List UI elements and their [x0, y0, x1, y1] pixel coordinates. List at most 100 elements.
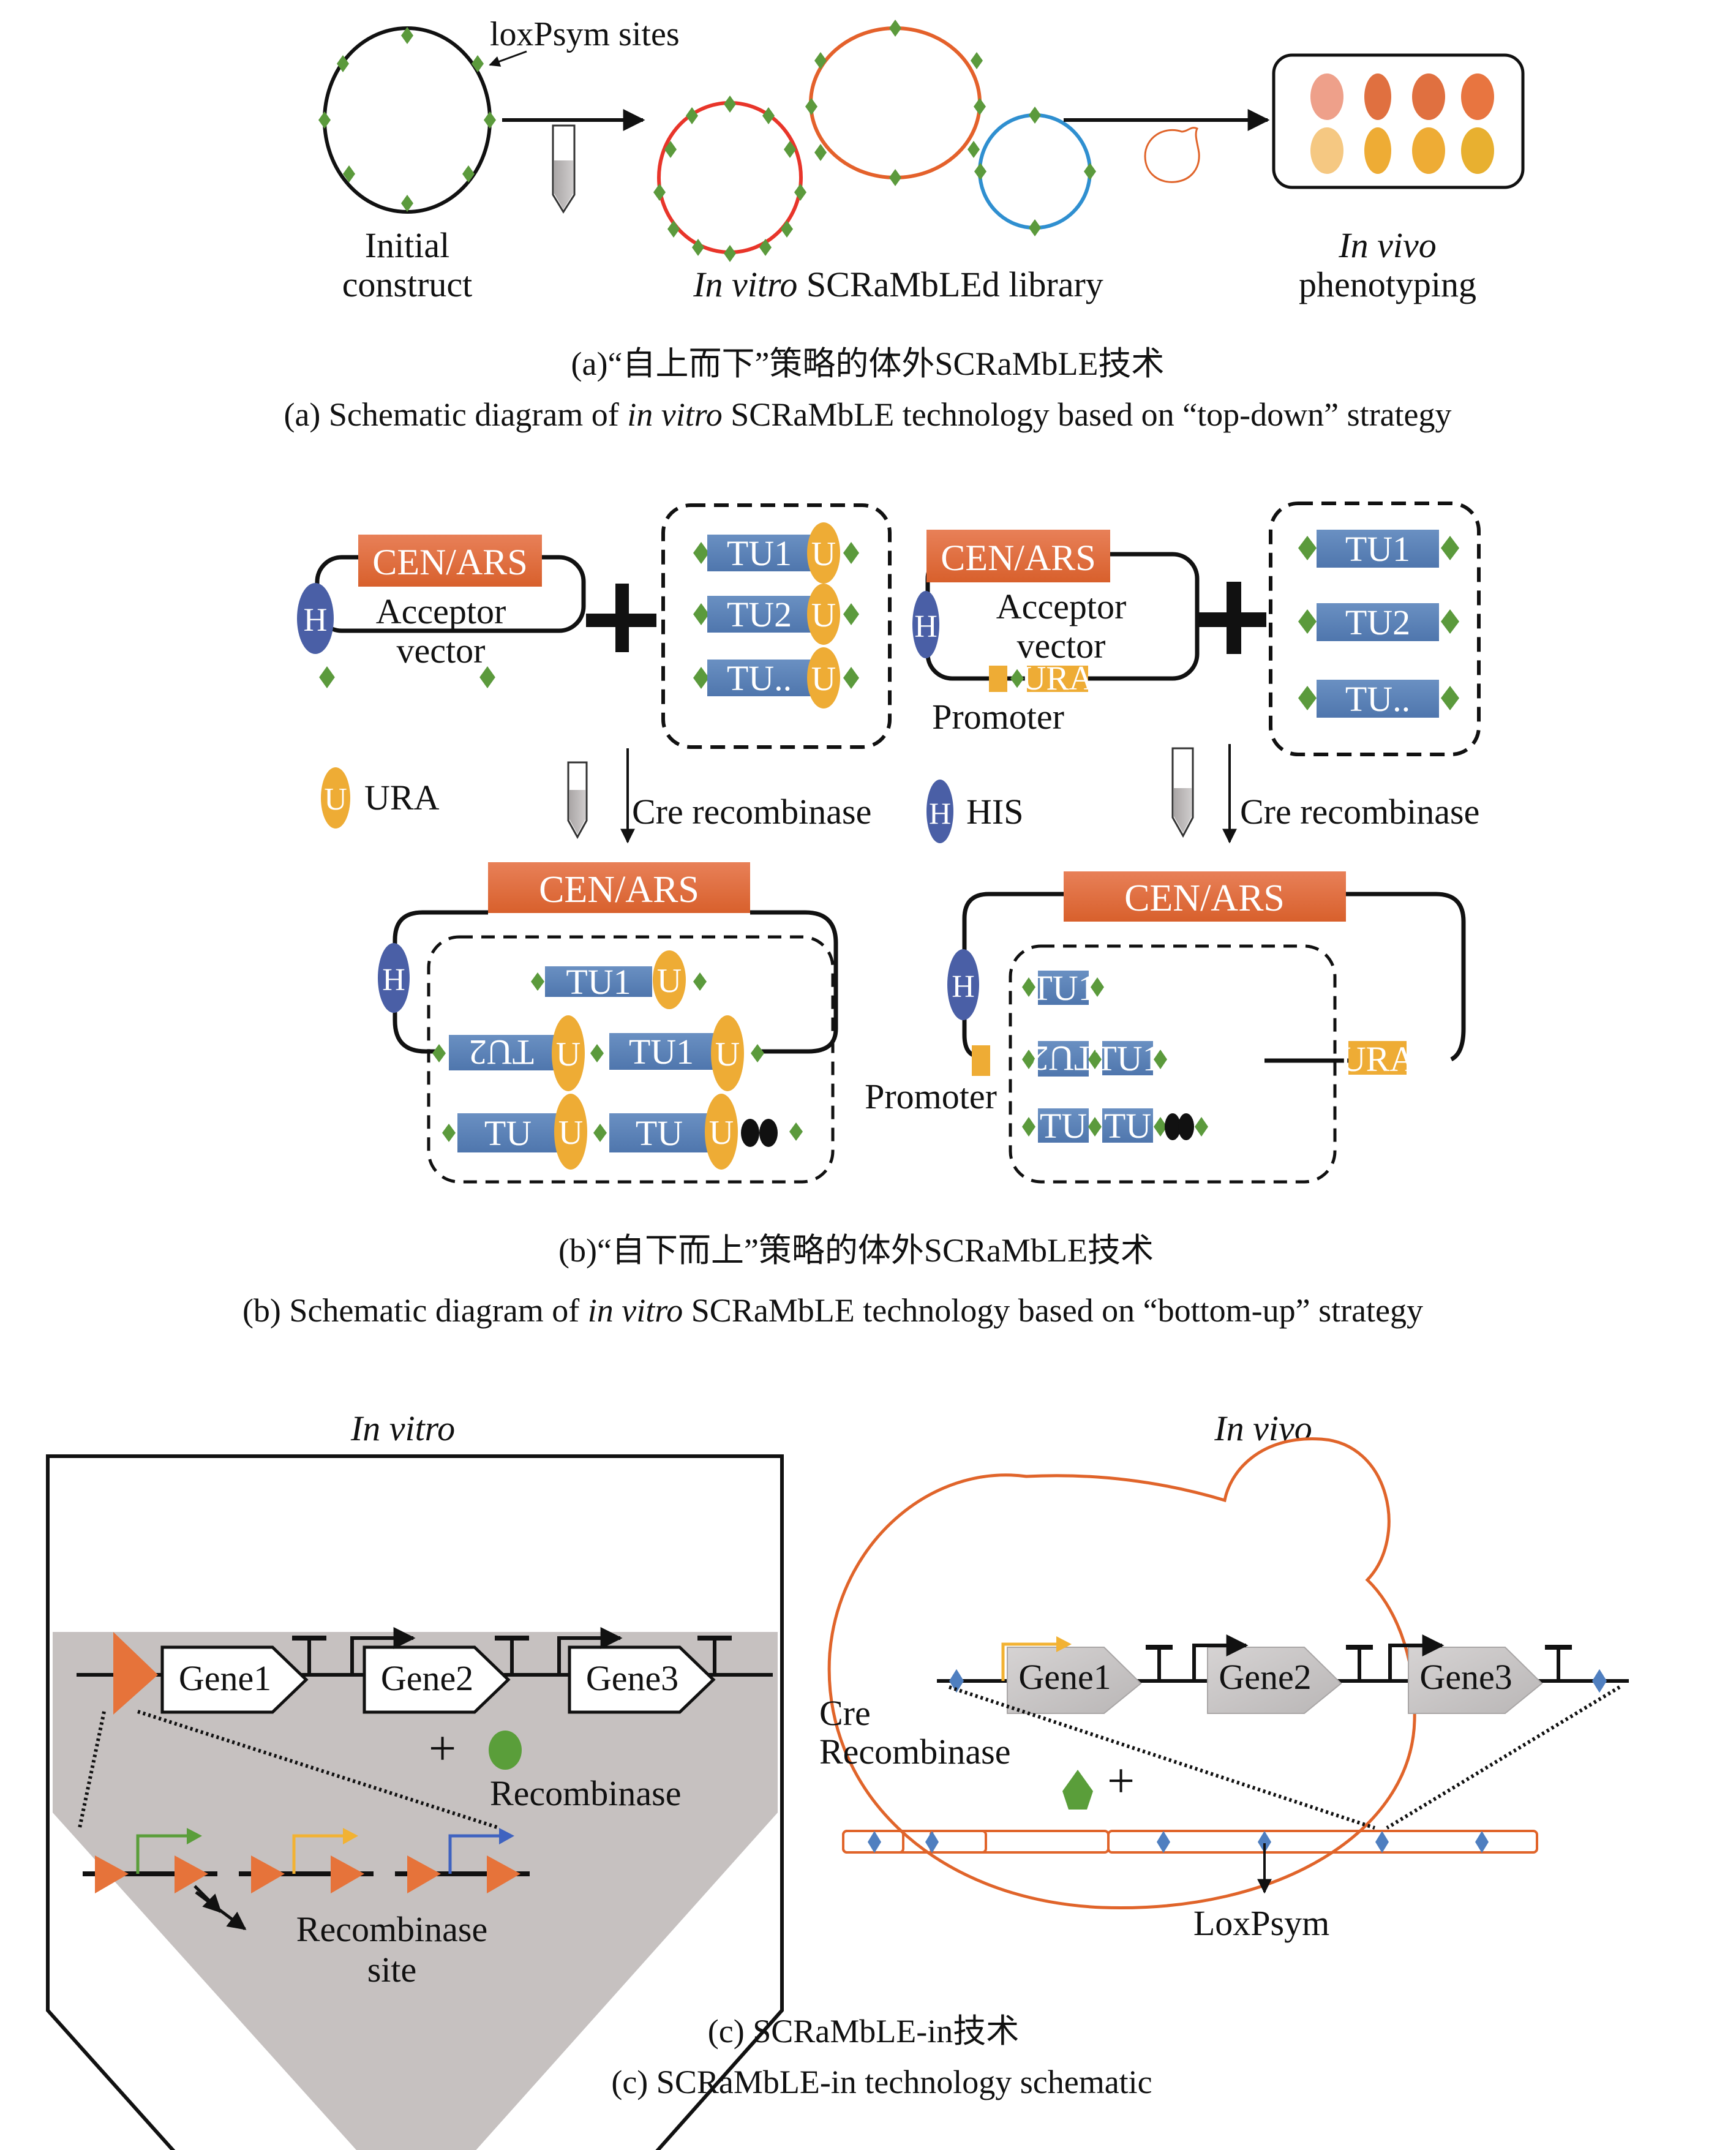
- transcription-unit: TU: [1102, 1106, 1153, 1146]
- recombinase-icon: [489, 1731, 522, 1770]
- promoter-icon: [1388, 1634, 1445, 1681]
- loxpsym-site-icon: [1088, 1050, 1102, 1069]
- tu-label: TU: [1040, 1106, 1087, 1146]
- transcription-unit: TU1: [545, 962, 652, 1002]
- cre-label-line1: Cre: [819, 1693, 871, 1733]
- transcription-unit: TU1: [1095, 1039, 1160, 1078]
- transcription-unit: TU..: [1317, 679, 1439, 719]
- loxpsym-site-icon: [590, 1044, 604, 1062]
- tube-icon: [1171, 747, 1194, 838]
- plus-icon: +: [1107, 1754, 1135, 1808]
- recombinase-site-icon: [113, 1632, 158, 1715]
- colony: [1412, 73, 1445, 120]
- transcription-unit: TU: [609, 1113, 709, 1153]
- in-vitro-title: In vitro: [350, 1408, 455, 1448]
- tu-label: TU1: [629, 1032, 694, 1072]
- scrambled-plasmid-red: [653, 96, 806, 262]
- promoter-icon: [1192, 1634, 1249, 1681]
- recombinase-site-icon: [487, 1855, 520, 1893]
- cre-step-label-left: Cre recombinase: [632, 792, 871, 832]
- in-vitro-panel: [46, 1454, 784, 2150]
- ellipsis-dot: [759, 1119, 778, 1147]
- gene-label: Gene3: [586, 1658, 678, 1698]
- transcription-unit: TU2: [449, 1032, 554, 1072]
- transcription-unit: TU1: [1317, 529, 1439, 569]
- plus-sign: [586, 584, 656, 652]
- caption-a-cn: (a)“自上而下”策略的体外SCRaMbLE技术: [571, 345, 1165, 382]
- promoter-icon: [292, 1834, 349, 1874]
- loxpsym-site-icon: [1258, 1831, 1271, 1853]
- ura-marker: U: [552, 1015, 585, 1091]
- promoter-label: Promoter: [865, 1077, 997, 1116]
- legend-his-label: HIS: [966, 792, 1023, 832]
- scrambled-plasmid-blue: [974, 107, 1096, 236]
- his-marker-label: H: [952, 969, 975, 1004]
- annotation-arrow: [489, 50, 527, 67]
- transcription-unit: TU: [1038, 1106, 1089, 1146]
- transcription-unit: TU2: [1317, 603, 1439, 642]
- phenotyping-label-line2: phenotyping: [1299, 265, 1476, 304]
- ellipsis-dot: [1165, 1113, 1181, 1140]
- transcription-unit: TU2: [707, 595, 811, 634]
- loxpsym-site-icon: [1298, 609, 1317, 634]
- colony: [1310, 73, 1343, 120]
- acceptor-label-line1: Acceptor: [376, 592, 506, 631]
- colony: [1461, 73, 1494, 120]
- loxpsym-site-icon: [593, 1124, 607, 1142]
- scrambled-plasmid-orange: [805, 20, 986, 186]
- tu-label: TU1: [1031, 968, 1095, 1008]
- gene-label: Gene2: [1219, 1657, 1311, 1697]
- promoter-icon: [1001, 1642, 1059, 1681]
- ura-label: URA: [1021, 660, 1094, 697]
- tube-icon: [567, 761, 588, 840]
- loxpsym-site-icon: [693, 542, 709, 564]
- his-marker-label: H: [914, 609, 938, 644]
- loxpsym-site-icon: [925, 1831, 939, 1853]
- ura-marker: U: [807, 647, 840, 709]
- loxpsym-site-icon: [1441, 686, 1459, 710]
- recombinase-site-icon: [95, 1855, 129, 1893]
- gene-block: Gene1: [1007, 1647, 1142, 1714]
- legend-ura: U URA: [321, 767, 440, 829]
- loxpsym-site-icon: [1441, 536, 1459, 560]
- recombinase-site-icon: [407, 1855, 441, 1893]
- transcription-unit: TU1: [609, 1032, 713, 1072]
- svg-text:U: U: [657, 962, 682, 1000]
- loxpsym-site-icon: [1022, 1050, 1035, 1069]
- svg-text:U: U: [324, 782, 347, 817]
- legend-his: H HIS: [926, 780, 1023, 843]
- acceptor-label-line2: vector: [1017, 626, 1106, 666]
- gene-label: Gene1: [1018, 1657, 1111, 1697]
- loxpsym-site-icon: [1022, 977, 1035, 997]
- loxpsym-site-icon: [843, 667, 859, 689]
- initial-label-line2: construct: [342, 265, 473, 304]
- transcription-unit: TU1: [1031, 968, 1095, 1008]
- cen-ars-label: CEN/ARS: [1124, 878, 1285, 919]
- loxpsym-site-icon: [1195, 1117, 1208, 1137]
- initial-label-line1: Initial: [365, 225, 450, 265]
- plus-sign: [1196, 582, 1266, 654]
- colony-grid: [1310, 73, 1494, 174]
- loxpsym-site-icon: [531, 972, 544, 991]
- ura-marker: U: [711, 1015, 744, 1091]
- loxpsym-site-icon: [1088, 1117, 1102, 1137]
- loxpsym-site-icon: [1298, 536, 1317, 560]
- transcription-unit: TU..: [707, 658, 811, 698]
- gene-block: Gene3: [568, 1645, 716, 1714]
- his-marker-label: H: [382, 963, 405, 998]
- tu-label: TU1: [566, 962, 631, 1002]
- cre-label-line2: Recombinase: [819, 1732, 1010, 1772]
- loxpsym-site-icon: [1157, 1831, 1170, 1853]
- colony: [1364, 73, 1391, 120]
- caption-a-en: (a) Schematic diagram of in vitro SCRaMb…: [284, 396, 1451, 433]
- terminator-icon: [495, 1636, 529, 1675]
- site-label-line2: site: [367, 1950, 417, 1990]
- svg-text:U: U: [715, 1036, 740, 1073]
- loxpsym-annotation: loxPsym sites: [490, 15, 680, 53]
- initial-construct-plasmid: [318, 26, 496, 214]
- tu-label: TU: [484, 1113, 532, 1153]
